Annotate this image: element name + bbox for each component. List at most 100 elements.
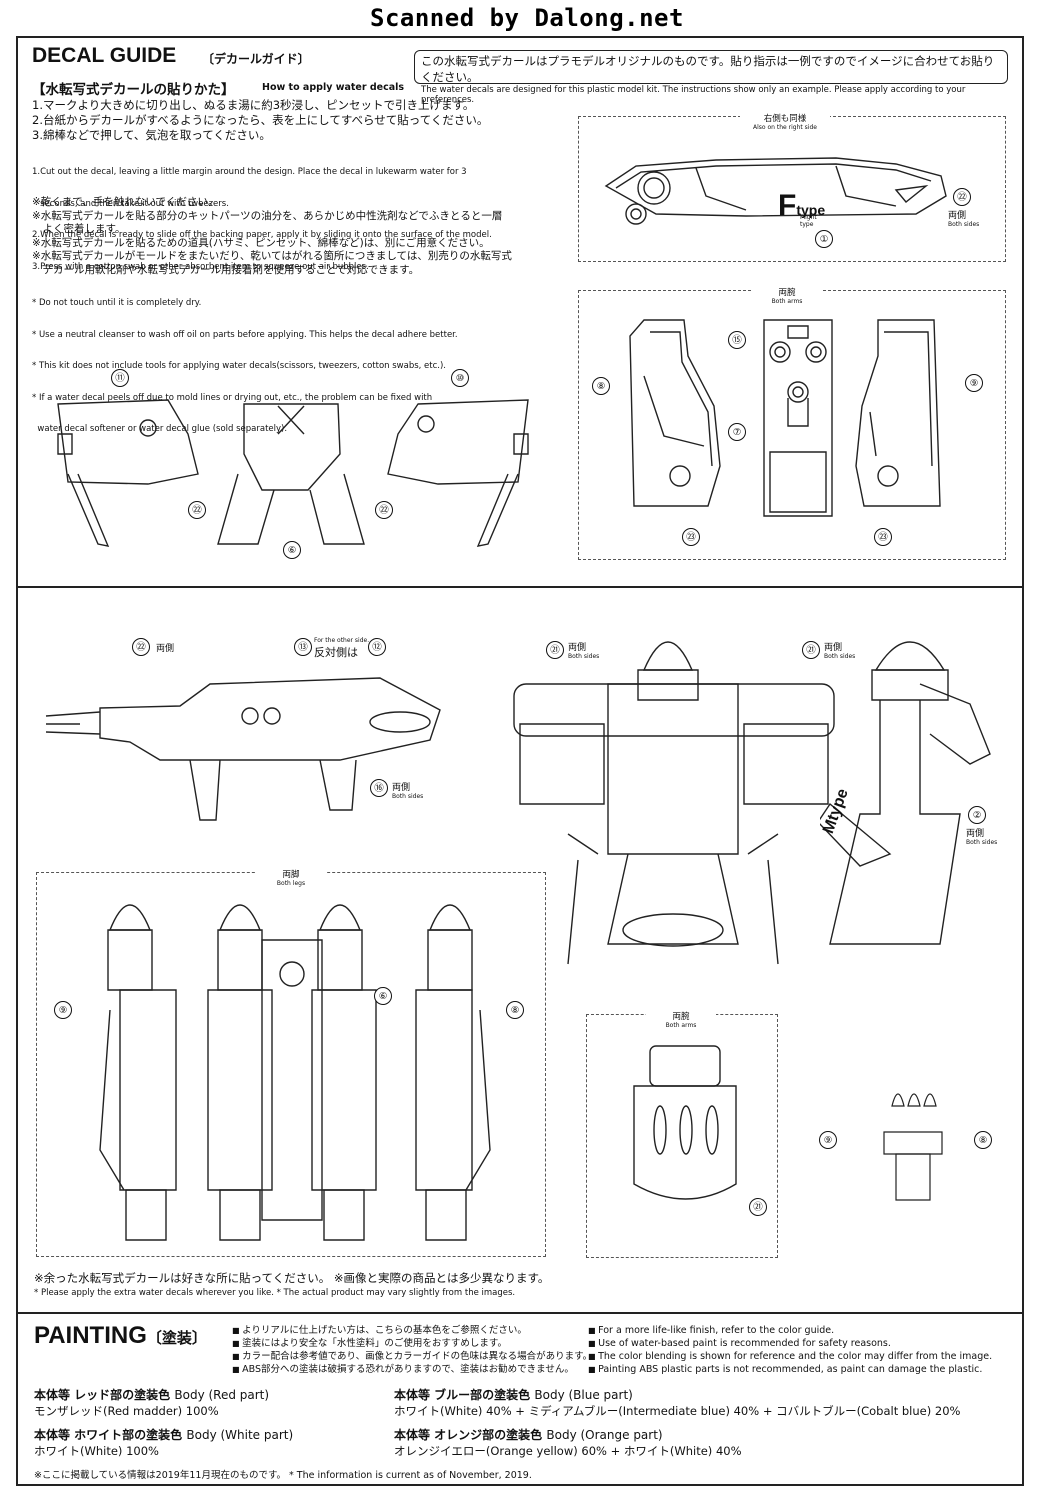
callout-12: ⑫ — [368, 638, 386, 656]
callout-2: ② — [968, 806, 986, 824]
both-sides-label: 両側 — [156, 644, 175, 654]
color-orange: 本体等 オレンジ部の塗装色 Body (Orange part) オレンジイエロ… — [394, 1428, 742, 1458]
missile-pod-drawing — [878, 1076, 948, 1206]
section-divider — [16, 586, 1024, 588]
note-en: water decal softener or water decal glue… — [32, 424, 288, 434]
info-date: ※ここに掲載している情報は2019年11月現在のものです。 * The info… — [34, 1470, 532, 1481]
scanner-watermark: Scanned by Dalong.net — [370, 4, 684, 32]
note-en: * Use a neutral cleanser to wash off oil… — [32, 329, 458, 340]
callout-9: ⑨ — [54, 1001, 72, 1019]
notice-en: The water decals are designed for this p… — [421, 85, 966, 105]
color-red: 本体等 レッド部の塗装色 Body (Red part) モンザレッド(Red … — [34, 1388, 270, 1418]
note-jp: ※乾くまで、手を触れないでください。 — [32, 196, 219, 208]
callout-21: ㉑ — [802, 641, 820, 659]
arm-left-drawing — [624, 316, 734, 516]
note-en: * If a water decal peels off due to mold… — [32, 392, 433, 403]
callout-22: ㉒ — [953, 188, 971, 206]
note-en: * Do not touch until it is completely dr… — [32, 298, 202, 308]
callout-21: ㉑ — [546, 641, 564, 659]
note-jp: よく密着します。 — [32, 223, 126, 235]
other-side-label: For the other side.反対側は — [314, 637, 370, 659]
footnote-jp: ※余った水転写式デカールは好きな所に貼ってください。 ※画像と実際の商品とは多少… — [34, 1271, 550, 1285]
backpack-side-drawing — [820, 614, 1010, 994]
callout-13: ⑬ — [294, 638, 312, 656]
ftype-mark: Ftype — [778, 189, 826, 222]
color-white: 本体等 ホワイト部の塗装色 Body (White part) ホワイト(Whi… — [34, 1428, 294, 1458]
painting-note-en: Use of water-based paint is recommended … — [588, 1337, 992, 1350]
painting-note-en: Painting ABS plastic parts is not recomm… — [588, 1363, 992, 1376]
callout-6: ⑥ — [283, 541, 301, 559]
step-line: 3.綿棒などで押して、気泡を取ってください。 — [32, 128, 271, 142]
forearm-drawing — [630, 1044, 740, 1224]
callout-11: ⑪ — [111, 369, 129, 387]
callout-22: ㉒ — [188, 501, 206, 519]
painting-note: ABS部分への塗装は破損する恐れがありますので、塗装はお勧めできません。 — [232, 1363, 592, 1376]
footnote-en: * Please apply the extra water decals wh… — [34, 1288, 516, 1298]
painting-title: PAINTING〔塗装〕 — [34, 1322, 207, 1349]
painting-note: よりリアルに仕上げたい方は、こちらの基本色をご参照ください。 — [232, 1324, 592, 1337]
howto-heading: 【水転写式デカールの貼りかた】 — [32, 82, 235, 98]
callout-8: ⑧ — [592, 377, 610, 395]
painting-notes-en: For a more life-like finish, refer to th… — [588, 1324, 992, 1376]
rifle-drawing — [40, 660, 460, 830]
notice-jp: この水転写式デカールはプラモデルオリジナルのものです。貼り指示は一例ですのでイメ… — [421, 54, 995, 84]
callout-9: ⑨ — [819, 1131, 837, 1149]
callout-16: ⑯ — [370, 779, 388, 797]
steps-jp: 1.マークより大きめに切り出し、ぬるま湯に約3秒浸し、ピンセットで引き上げます。… — [32, 98, 488, 143]
arm-center-drawing — [758, 316, 838, 526]
painting-note-en: The color blending is shown for referenc… — [588, 1350, 992, 1363]
ftype-sub: Flight type — [800, 214, 817, 228]
decal-guide-title-jp: 〔デカールガイド〕 — [202, 52, 310, 66]
callout-1: ① — [815, 230, 833, 248]
note-en: * This kit does not include tools for ap… — [32, 361, 447, 371]
painting-divider — [16, 1312, 1024, 1314]
notice-box: この水転写式デカールはプラモデルオリジナルのものです。貼り指示は一例ですのでイメ… — [414, 50, 1008, 105]
step-line: 1.マークより大きめに切り出し、ぬるま湯に約3秒浸し、ピンセットで引き上げます。 — [32, 98, 475, 112]
legs-drawing — [90, 890, 510, 1250]
page-frame — [16, 36, 1024, 1486]
note-jp: デカール用軟化剤や水転写式デカール用接着剤を使用することで対応できます。 — [32, 263, 420, 276]
decal-guide-title: DECAL GUIDE — [32, 44, 177, 67]
callout-23: ㉓ — [682, 528, 700, 546]
painting-note: 塗装にはより安全な「水性塗料」のご使用をおすすめします。 — [232, 1337, 592, 1350]
callout-15: ⑮ — [728, 331, 746, 349]
callout-22: ㉒ — [375, 501, 393, 519]
arm-right-drawing — [848, 316, 958, 516]
step-line-en: 1.Cut out the decal, leaving a little ma… — [32, 167, 467, 177]
note-jp: ※水転写式デカールを貼るための道具(ハサミ、ピンセット、綿棒など)は、別にご用意… — [32, 236, 490, 249]
painting-note: カラー配合は参考値であり、画像とカラーガイドの色味は異なる場合があります。 — [232, 1350, 592, 1363]
callout-6: ⑥ — [374, 987, 392, 1005]
note-jp: ※水転写式デカールを貼る部分のキットパーツの油分を、あらかじめ中性洗剤などでふき… — [32, 209, 503, 222]
steps-en: 1.Cut out the decal, leaving a little ma… — [32, 146, 572, 283]
callout-8: ⑧ — [506, 1001, 524, 1019]
step-line-en: seconds, and then take it out with tweez… — [32, 198, 229, 209]
step-line-en: 2.When the decal is ready to slide off t… — [32, 230, 492, 240]
callout-8: ⑧ — [974, 1131, 992, 1149]
waist-drawing — [48, 394, 538, 554]
step-line-en: 3.Press with a cotton swab or other abso… — [32, 261, 369, 272]
callout-10: ⑩ — [451, 369, 469, 387]
callout-23: ㉓ — [874, 528, 892, 546]
howto-heading-en: How to apply water decals — [262, 82, 405, 93]
shield-drawing — [596, 136, 956, 236]
painting-notes-jp: よりリアルに仕上げたい方は、こちらの基本色をご参照ください。 塗装にはより安全な… — [232, 1324, 592, 1376]
color-blue: 本体等 ブルー部の塗装色 Body (Blue part) ホワイト(White… — [394, 1388, 961, 1418]
note-jp: ※水転写式デカールがモールドをまたいだり、乾いてはがれる箇所につきましては、別売… — [32, 250, 512, 262]
backpack-drawing — [508, 614, 840, 978]
notes: ※乾くまで、手を触れないでください。 ※水転写式デカールを貼る部分のキットパーツ… — [32, 196, 572, 456]
callout-22: ㉒ — [132, 638, 150, 656]
callout-7: ⑦ — [728, 423, 746, 441]
callout-21: ㉑ — [749, 1198, 767, 1216]
painting-note-en: For a more life-like finish, refer to th… — [588, 1324, 992, 1337]
callout-9: ⑨ — [965, 374, 983, 392]
step-line: 2.台紙からデカールがすべるようになったら、表を上にしてすべらせて貼ってください… — [32, 113, 489, 127]
